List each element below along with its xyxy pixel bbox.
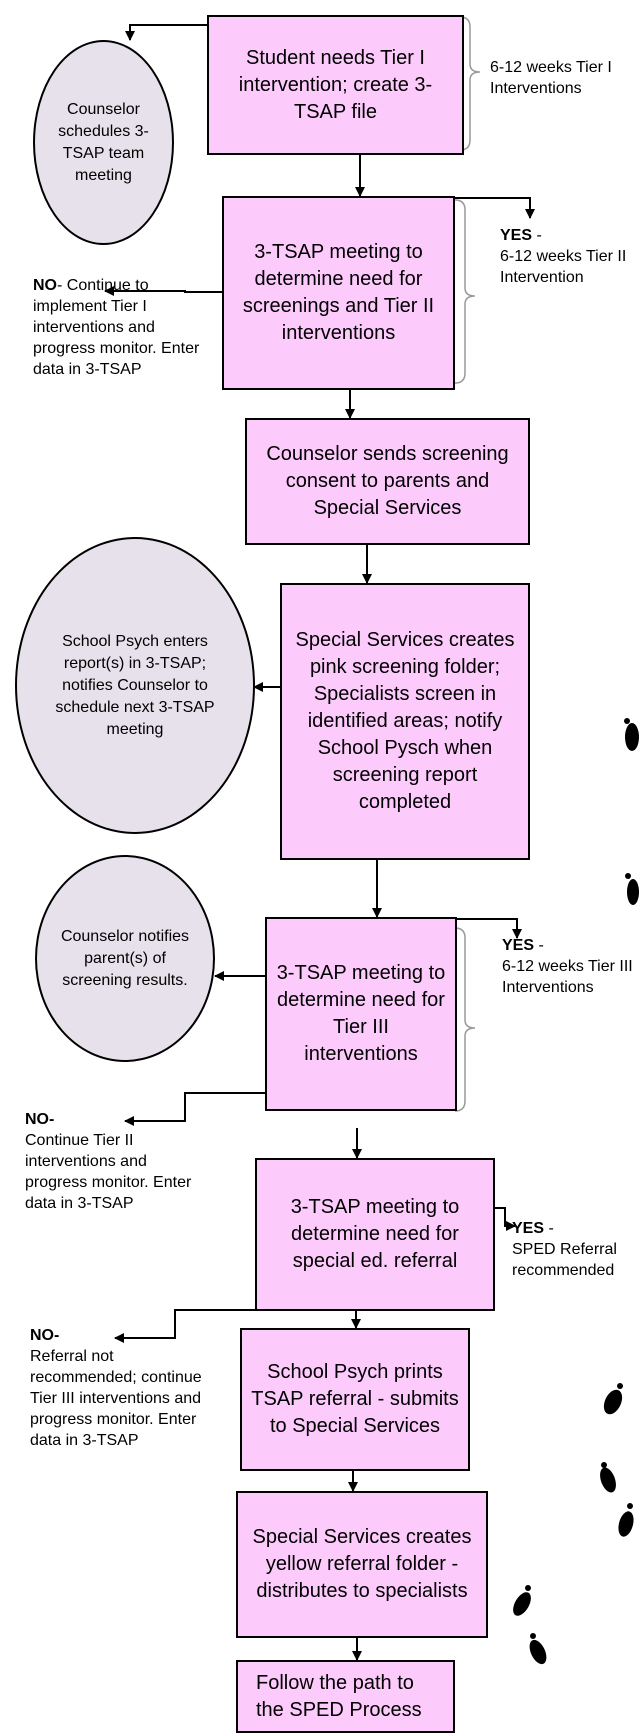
note-yes-sped: YES - SPED Referral recommended: [512, 1220, 617, 1279]
step-sped-process: Follow the path to the SPED Process: [236, 1660, 455, 1733]
note-no-tier2: NO- Continue Tier II interventions and p…: [25, 1111, 192, 1212]
oval-schedule-meeting: Counselor schedules 3-TSAP team meeting: [33, 40, 174, 245]
step-tier2-meeting: 3-TSAP meeting to determine need for scr…: [222, 196, 455, 390]
step-print-referral-text: School Psych prints TSAP referral - subm…: [251, 1361, 459, 1437]
no-label: NO: [33, 277, 57, 294]
yes-label: YES: [500, 227, 533, 244]
step-create-file-text: Student needs Tier I intervention; creat…: [238, 46, 433, 123]
step-sped-meeting: 3-TSAP meeting to determine need for spe…: [255, 1158, 495, 1311]
footprint-icon: [513, 1585, 531, 1616]
no-label: NO-: [30, 1327, 60, 1344]
note-no-tier1: NO- Continue to implement Tier I interve…: [33, 277, 200, 378]
footprint-icon: [618, 1503, 634, 1537]
oval-schedule-meeting-text: Counselor schedules 3-TSAP team meeting: [58, 100, 149, 184]
note-no-referral: NO- Referral not recommended; continue T…: [30, 1327, 202, 1449]
step-yellow-folder-text: Special Services creates yellow referral…: [252, 1526, 472, 1602]
step-print-referral: School Psych prints TSAP referral - subm…: [240, 1328, 470, 1471]
step-send-consent: Counselor sends screening consent to par…: [245, 418, 530, 545]
note-tier1-duration: 6-12 weeks Tier I Interventions: [490, 59, 612, 97]
step-yellow-folder: Special Services creates yellow referral…: [236, 1491, 488, 1638]
step-send-consent-text: Counselor sends screening consent to par…: [266, 443, 509, 519]
step-sped-process-text: Follow the path to the SPED Process: [256, 1671, 422, 1721]
step-tier2-meeting-text: 3-TSAP meeting to determine need for scr…: [242, 241, 435, 344]
oval-psych-report: School Psych enters report(s) in 3-TSAP;…: [15, 537, 255, 834]
step-tier3-meeting-text: 3-TSAP meeting to determine need for Tie…: [276, 962, 446, 1065]
no-label: NO-: [25, 1111, 55, 1128]
yes-label: YES: [502, 937, 535, 954]
footprint-icon: [529, 1633, 547, 1665]
footprint-icon: [603, 1383, 623, 1415]
yes-label: YES: [512, 1220, 545, 1237]
step-create-file: Student needs Tier I intervention; creat…: [207, 15, 464, 155]
footprint-icon: [600, 1462, 616, 1493]
step-sped-meeting-text: 3-TSAP meeting to determine need for spe…: [290, 1196, 460, 1272]
footprint-icon: [624, 718, 639, 751]
oval-notify-parents-text: Counselor notifies parent(s) of screenin…: [60, 927, 190, 989]
step-pink-folder-text: Special Services creates pink screening …: [295, 629, 515, 813]
footprint-icon: [625, 873, 639, 905]
oval-notify-parents: Counselor notifies parent(s) of screenin…: [35, 855, 215, 1062]
note-yes-tier2: YES - 6-12 weeks Tier II Intervention: [500, 227, 627, 286]
oval-psych-report-text: School Psych enters report(s) in 3-TSAP;…: [55, 632, 215, 738]
step-tier3-meeting: 3-TSAP meeting to determine need for Tie…: [265, 917, 457, 1111]
step-pink-folder: Special Services creates pink screening …: [280, 583, 530, 860]
note-yes-tier3: YES - 6-12 weeks Tier III Interventions: [502, 937, 633, 996]
